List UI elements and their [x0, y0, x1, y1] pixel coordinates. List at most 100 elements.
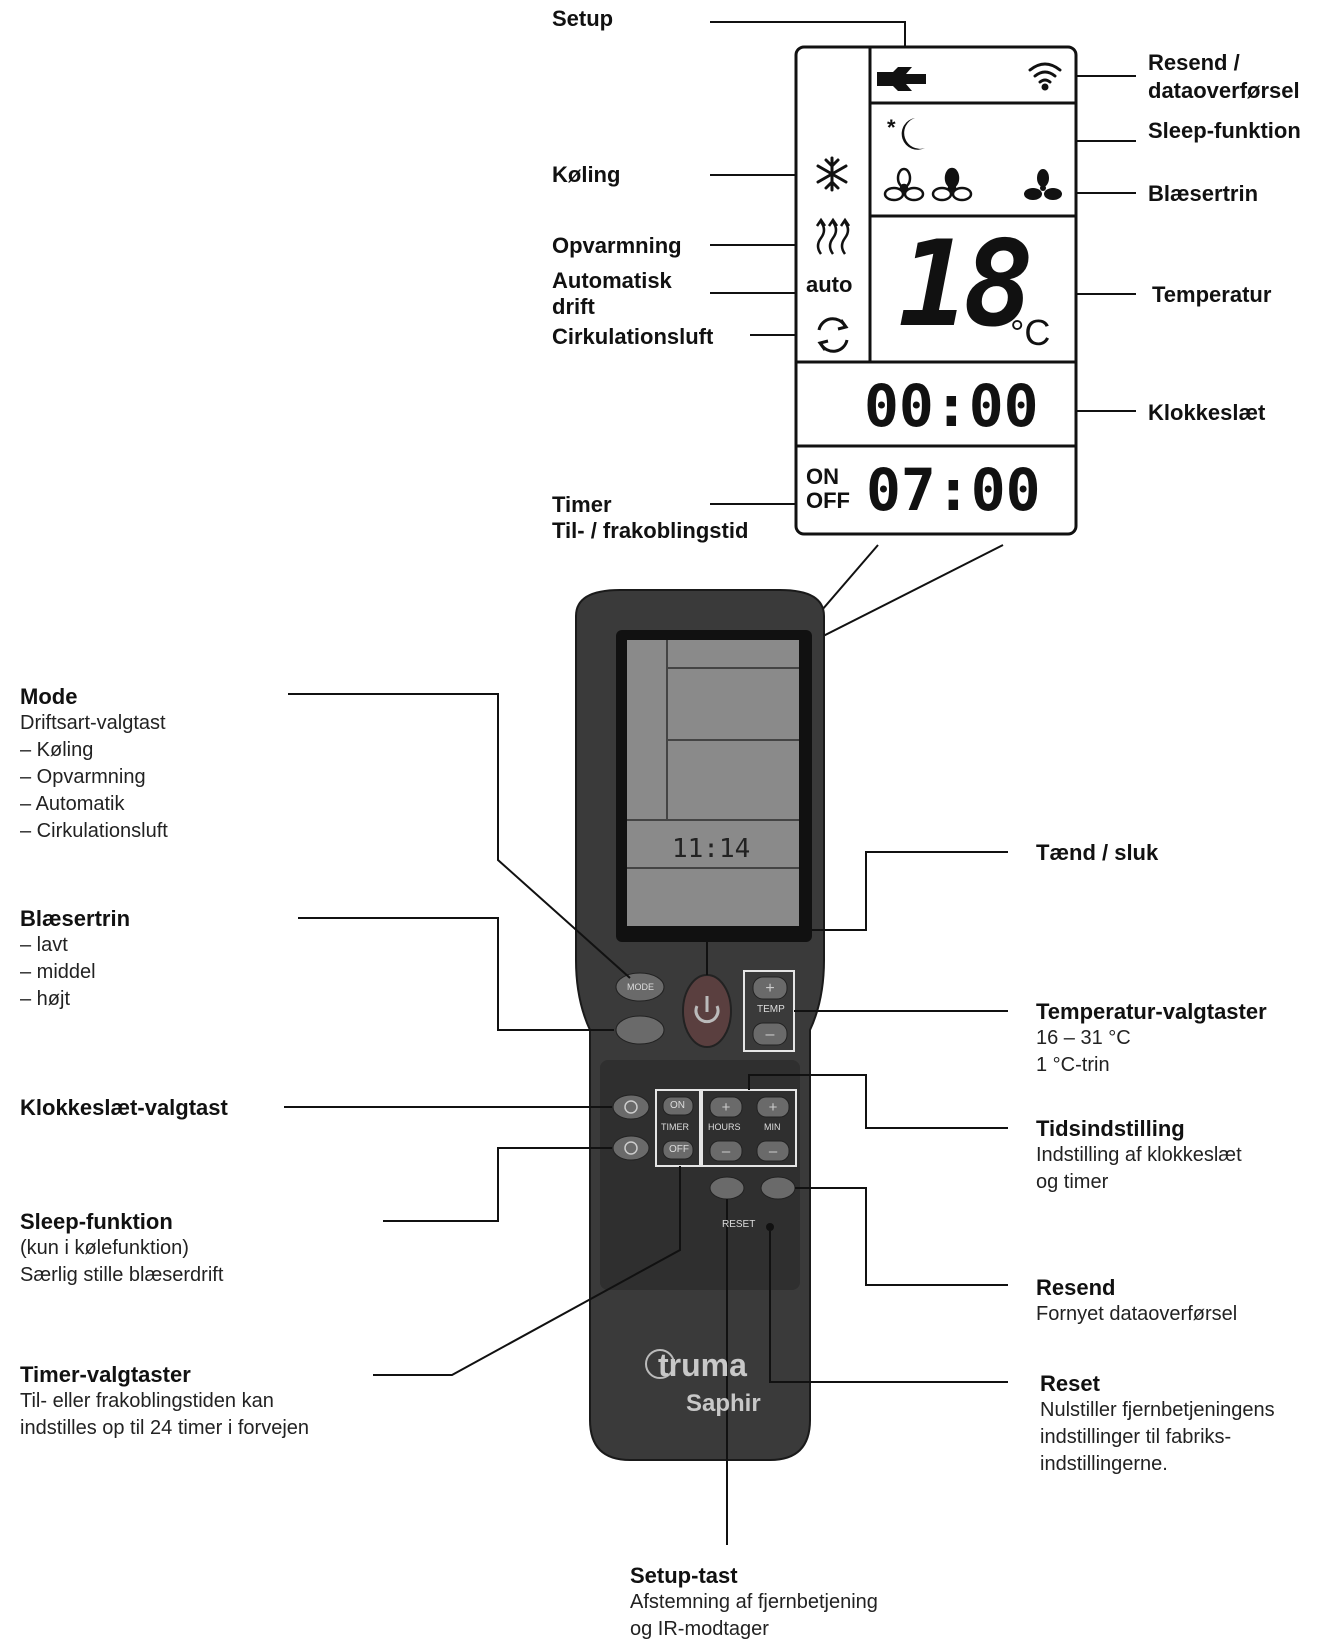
callout-mode-title: Mode	[20, 684, 78, 709]
callout-reset-line: indstillinger til fabriks-	[1040, 1426, 1232, 1448]
callout-resend: Resend Fornyet dataoverførsel	[1036, 1274, 1237, 1328]
callout-power: Tænd / sluk	[1036, 839, 1158, 866]
display-frame	[794, 45, 1078, 536]
remote-hours-minus	[709, 1140, 743, 1162]
label-resend-1: Resend /	[1148, 50, 1240, 75]
display-on: ON	[806, 464, 839, 489]
remote-on-label[interactable]: ON	[670, 1100, 685, 1111]
callout-time-line: Indstilling af klokkeslæt	[1036, 1144, 1242, 1166]
callout-fan-line: – højt	[20, 988, 71, 1010]
fan-low-icon	[883, 167, 925, 202]
callout-fan-title: Blæsertrin	[20, 906, 131, 931]
label-blaesertrin: Blæsertrin	[1148, 181, 1259, 206]
svg-text:+: +	[722, 1099, 731, 1116]
label-auto-2: drift	[552, 294, 595, 319]
remote-off-label[interactable]: OFF	[669, 1144, 689, 1155]
remote-resend-button	[760, 1176, 796, 1200]
wifi-icon	[1028, 62, 1062, 91]
label-timer-2: Til- / frakoblingstid	[552, 518, 749, 543]
callout-clock-title: Klokkeslæt-valgtast	[20, 1095, 228, 1120]
label-opvarmning: Opvarmning	[552, 233, 682, 258]
wrench-icon	[877, 67, 926, 91]
circulation-icon	[817, 317, 849, 353]
callout-resend-line: Fornyet dataoverførsel	[1036, 1303, 1238, 1325]
display-temperature: 18	[898, 215, 1034, 353]
callout-setup-title: Setup-tast	[630, 1563, 738, 1588]
callout-fan: Blæsertrin – lavt – middel – højt	[20, 905, 130, 1013]
label-cirkulation: Cirkulationsluft	[552, 324, 714, 349]
remote-reset-label[interactable]: RESET	[722, 1219, 756, 1230]
callout-mode-line: – Automatik	[20, 793, 125, 815]
callout-mode: Mode Driftsart-valgtast – Køling – Opvar…	[20, 683, 168, 845]
remote-timer-off	[662, 1140, 694, 1160]
remote-temp-plus	[752, 976, 788, 1000]
callout-time: Tidsindstilling Indstilling af klokkeslæ…	[1036, 1115, 1242, 1196]
label-temperatur: Temperatur	[1152, 282, 1272, 307]
label-sleep: Sleep-funktion	[1148, 118, 1301, 143]
callout-sleep-line: Særlig stille blæserdrift	[20, 1264, 224, 1286]
callout-mode-line: – Køling	[20, 739, 94, 761]
svg-text:*: *	[887, 115, 896, 140]
remote-mode-label[interactable]: MODE	[627, 982, 654, 992]
callout-reset-line: indstillingerne.	[1040, 1453, 1168, 1475]
callout-setup: Setup-tast Afstemning af fjernbetjening …	[630, 1562, 878, 1643]
remote-screen-time: 11:14	[672, 834, 751, 864]
svg-text:–: –	[769, 1143, 778, 1160]
remote-timer-label: TIMER	[661, 1122, 689, 1132]
callout-reset: Reset Nulstiller fjernbetjeningens indst…	[1040, 1370, 1275, 1478]
remote-mode-button	[615, 972, 665, 1002]
svg-text:+: +	[769, 1099, 778, 1116]
fan-high-icon	[1024, 169, 1062, 200]
display-unit: °C	[1010, 312, 1051, 353]
svg-text:–: –	[722, 1143, 731, 1160]
label-resend-2: dataoverførsel	[1148, 78, 1300, 103]
callout-setup-line: Afstemning af fjernbetjening	[630, 1591, 878, 1613]
remote-min-plus	[756, 1096, 790, 1118]
callout-sleep-title: Sleep-funktion	[20, 1209, 173, 1234]
remote-temp-minus	[752, 1022, 788, 1046]
moon-icon: *	[887, 115, 925, 150]
callout-mode-line: – Opvarmning	[20, 766, 146, 788]
svg-text:+: +	[765, 980, 774, 997]
callout-setup-line: og IR-modtager	[630, 1618, 769, 1640]
label-koling: Køling	[552, 162, 621, 187]
callout-sleep: Sleep-funktion (kun i kølefunktion) Særl…	[20, 1208, 223, 1289]
remote-hours-plus	[709, 1096, 743, 1118]
label-timer-1: Timer	[552, 492, 612, 517]
callout-mode-line: – Cirkulationsluft	[20, 820, 168, 842]
svg-text:–: –	[766, 1026, 775, 1043]
callout-temp-line: 1 °C-trin	[1036, 1054, 1110, 1076]
remote-hours-label: HOURS	[708, 1122, 741, 1132]
callout-sleep-line: (kun i kølefunktion)	[20, 1237, 189, 1259]
remote-min-minus	[756, 1140, 790, 1162]
remote-fan-button	[615, 1015, 665, 1045]
label-setup: Setup	[552, 6, 614, 31]
remote-brand: truma	[658, 1347, 747, 1383]
callout-temp-line: 16 – 31 °C	[1036, 1027, 1131, 1049]
callout-timer-title: Timer-valgtaster	[20, 1362, 191, 1387]
remote-min-label: MIN	[764, 1122, 781, 1132]
remote-setup-button	[709, 1176, 745, 1200]
callout-clock: Klokkeslæt-valgtast	[20, 1094, 228, 1121]
remote-timer-on	[662, 1096, 694, 1116]
callout-fan-line: – lavt	[20, 934, 68, 956]
remote-temp-label: TEMP	[757, 1004, 785, 1015]
callout-reset-line: Nulstiller fjernbetjeningens	[1040, 1399, 1275, 1421]
callout-resend-title: Resend	[1036, 1275, 1116, 1300]
callout-timer-line: indstilles op til 24 timer i forvejen	[20, 1417, 310, 1439]
remote-sleep-button	[612, 1135, 650, 1161]
snowflake-icon	[816, 156, 848, 192]
callout-reset-title: Reset	[1040, 1371, 1100, 1396]
fan-mid-icon	[931, 167, 973, 202]
callout-timer-line: Til- eller frakoblingstiden kan	[20, 1390, 274, 1412]
callout-temp-title: Temperatur-valgtaster	[1036, 999, 1267, 1024]
remote-screen	[627, 640, 799, 926]
callout-power-title: Tænd / sluk	[1036, 840, 1159, 865]
heat-icon	[815, 217, 851, 255]
remote-clock-button	[612, 1094, 650, 1120]
remote-model: Saphir	[686, 1390, 761, 1417]
display-off: OFF	[806, 488, 850, 513]
display-auto: auto	[806, 272, 853, 297]
callout-time-title: Tidsindstilling	[1036, 1116, 1185, 1141]
